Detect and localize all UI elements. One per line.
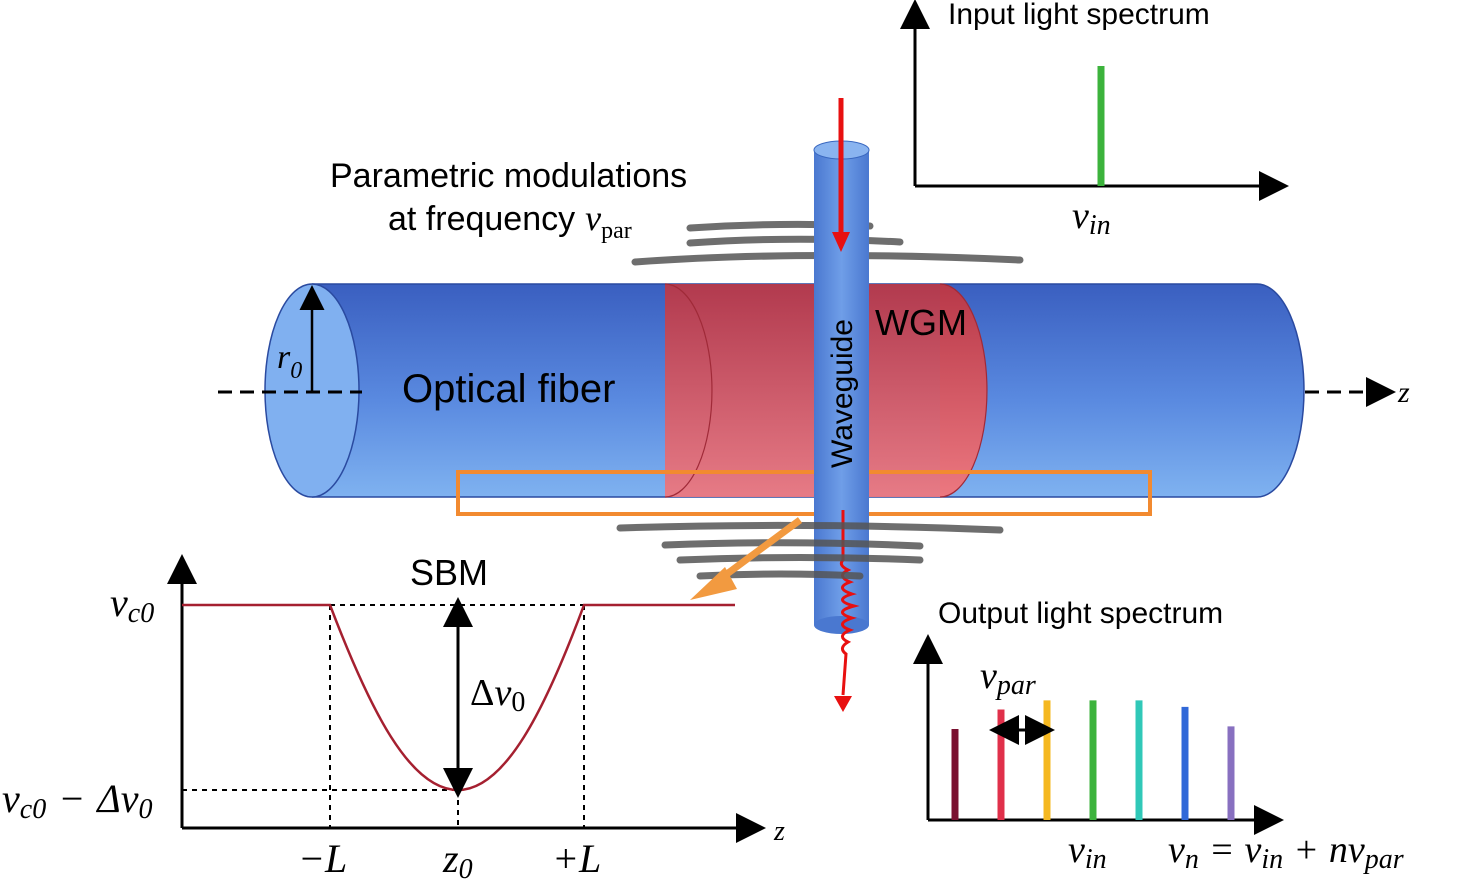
input-spectrum-title: Input light spectrum bbox=[948, 0, 1210, 31]
sbm-z-label: z bbox=[773, 816, 785, 847]
wgm-ring bbox=[664, 283, 988, 498]
input-light-arrow bbox=[832, 98, 850, 252]
output-spectrum-chart: Output light spectrum νpar νin νn=νin+nν… bbox=[913, 597, 1404, 875]
nu-n-formula: νn=νin+nνpar bbox=[1168, 829, 1404, 875]
input-spectrum-chart: Input light spectrum νin bbox=[900, 0, 1289, 241]
modulation-strokes-bottom bbox=[616, 521, 1004, 580]
nu-c0-minus-delta-label: νc0−Δν0 bbox=[2, 776, 152, 825]
nu-par-label: νpar bbox=[980, 655, 1036, 701]
output-spectrum-title: Output light spectrum bbox=[938, 597, 1223, 630]
waveguide-label: Waveguide bbox=[826, 319, 859, 468]
minus-L-label: −L bbox=[298, 836, 347, 881]
plus-L-label: +L bbox=[552, 836, 601, 881]
sbm-chart: z SBM Δν0 νc0 νc0−Δν0 −L z0 +L bbox=[2, 552, 785, 881]
highlight-box bbox=[456, 470, 1152, 516]
input-nu-in-label: νin bbox=[1072, 195, 1111, 241]
delta-nu-label: Δν0 bbox=[470, 672, 525, 718]
output-nu-in-label: νin bbox=[1068, 829, 1107, 875]
nu-c0-label: νc0 bbox=[110, 580, 154, 629]
zoom-arrow bbox=[690, 517, 803, 600]
wgm-label: WGM bbox=[875, 302, 967, 343]
z-axis-label: z bbox=[1397, 376, 1410, 409]
optical-fiber-label: Optical fiber bbox=[402, 367, 615, 411]
z0-label: z0 bbox=[442, 836, 473, 881]
output-spectrum-bars bbox=[951, 700, 1235, 820]
sbm-title: SBM bbox=[410, 552, 488, 593]
param-mod-line1: Parametric modulations bbox=[330, 157, 687, 195]
r0-label: r0 bbox=[277, 339, 302, 384]
